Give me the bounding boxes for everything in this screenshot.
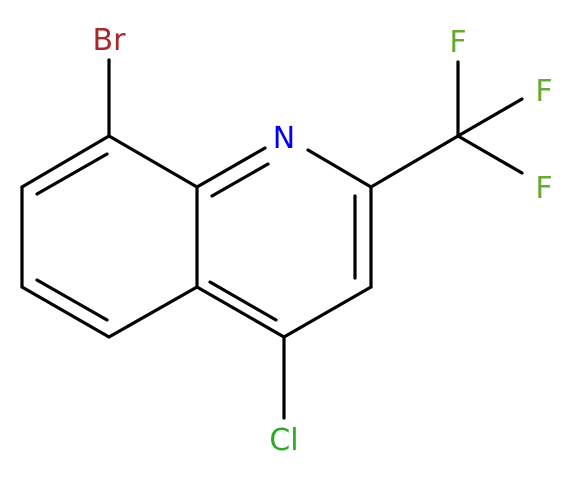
bond-cf3-f3	[456, 134, 524, 175]
atom-label-br: Br	[93, 23, 127, 58]
bond-cf3-f2	[456, 97, 524, 138]
bond-c7-c8-inner	[35, 152, 109, 196]
atom-label-n: N	[273, 121, 295, 156]
atom-label-f1: F	[449, 25, 466, 60]
atom-label-f3: F	[535, 171, 552, 206]
bond-c4-c4a	[195, 285, 286, 339]
bond-c5-c6-inner	[35, 278, 109, 322]
bonds	[20, 58, 524, 420]
bond-n-c2	[306, 148, 373, 189]
bond-c8-c8a	[107, 134, 199, 189]
bond-c4-c4a-inner	[208, 280, 278, 322]
bond-c7-c8	[20, 134, 111, 189]
bond-c3-c4	[282, 285, 373, 339]
bond-c2-cf3	[369, 134, 460, 189]
bond-c8a-n	[195, 146, 267, 189]
bond-c8a-n-inner	[210, 162, 270, 198]
atom-label-f2: F	[535, 74, 552, 109]
bond-c5-c6	[20, 285, 111, 339]
bond-c4a-c5	[107, 285, 199, 339]
atom-label-cl: Cl	[269, 423, 298, 458]
